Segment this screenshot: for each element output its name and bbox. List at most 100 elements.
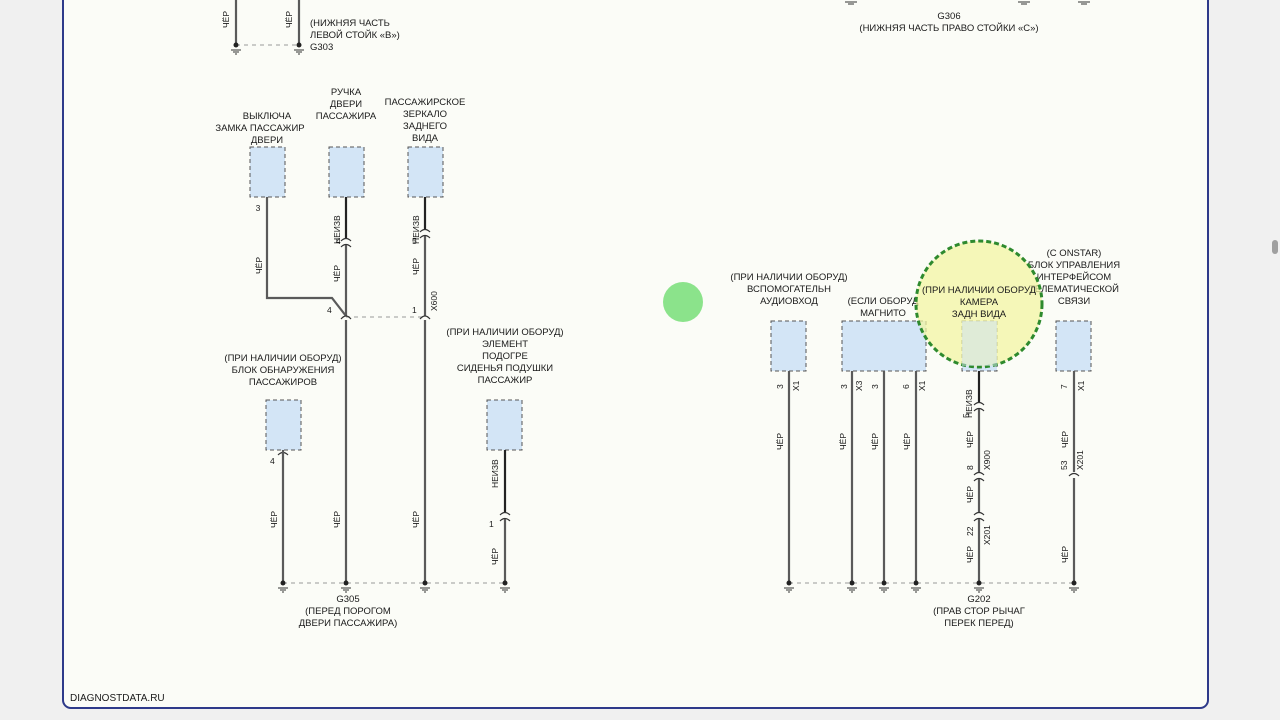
- aux-label-1: (ПРИ НАЛИЧИИ ОБОРУД): [730, 272, 847, 283]
- g303-desc-2: ЛЕВОЙ СТОЙК «В»): [310, 29, 400, 41]
- mirror-wire-down: ЧЁР: [411, 511, 421, 528]
- handle-pin: 4: [336, 236, 341, 246]
- camera-wire-top: НЕИЗВ: [964, 389, 974, 418]
- heater-label-4: СИДЕНЬЯ ПОДУШКИ: [457, 363, 553, 374]
- splice-pin-mirror: 1: [412, 305, 417, 315]
- camera-pin-3: 22: [965, 526, 975, 536]
- camera-label-2: КАМЕРА: [960, 297, 999, 308]
- g202-desc-2: ПЕРЕК ПЕРЕД): [944, 618, 1013, 629]
- radio-wire-b: ЧЁР: [870, 433, 880, 450]
- ground-symbols-g202: [784, 580, 1079, 593]
- camera-wire-low: ЧЁР: [965, 486, 975, 503]
- aux-wire-color: ЧЁР: [775, 433, 785, 450]
- switch-label-1: ВЫКЛЮЧА: [243, 111, 292, 122]
- onstar-label-4: ТЕЛЕМАТИЧЕСКОЙ: [1029, 283, 1119, 295]
- occupant-wire-color: ЧЁР: [269, 511, 279, 528]
- heater-label-5: ПАССАЖИР: [478, 375, 533, 386]
- mirror-label-4: ВИДА: [412, 133, 439, 144]
- wire-top-1-color: ЧЁР: [221, 11, 231, 28]
- radio-module: [841, 320, 927, 372]
- camera-highlight-overlay: [962, 321, 997, 366]
- highlight-circle: [914, 239, 1044, 369]
- mirror-pin: 5: [412, 236, 417, 246]
- onstar-pin-2: 53: [1059, 460, 1069, 470]
- telematics-module: [1055, 320, 1092, 372]
- ground-symbol-g303-a: [231, 42, 241, 55]
- g306-desc: (НИЖНЯЯ ЧАСТЬ ПРАВО СТОЙКИ «С»): [859, 22, 1038, 34]
- onstar-label-3: ИНТЕРФЕЙСОМ: [1037, 271, 1111, 283]
- camera-wire-mid: ЧЁР: [965, 431, 975, 448]
- heater-connector: [499, 511, 511, 522]
- radio-conn-c: X1: [917, 380, 927, 391]
- mirror-label-2: ЗЕРКАЛО: [403, 109, 447, 120]
- camera-connector-1: [973, 401, 985, 412]
- switch-label-2: ЗАМКА ПАССАЖИР: [215, 123, 304, 134]
- radio-label-1: (ЕСЛИ ОБОРУД: [848, 296, 919, 307]
- scrollbar-thumb[interactable]: [1272, 240, 1278, 254]
- camera-label-1: (ПРИ НАЛИЧИИ ОБОРУД: [922, 285, 1037, 296]
- camera-pin-2: 8: [965, 465, 975, 470]
- scrollbar-track[interactable]: [1270, 0, 1280, 720]
- wire-top-2-color: ЧЁР: [284, 11, 294, 28]
- splice-connector-handle: [340, 315, 352, 320]
- watermark: DIAGNOSTDATA.RU: [70, 693, 165, 704]
- g305-desc-2: ДВЕРИ ПАССАЖИРА): [299, 618, 398, 629]
- onstar-label-2: БЛОК УПРАВЛЕНИЯ: [1028, 260, 1120, 271]
- g202-label: G202: [967, 594, 990, 605]
- occupant-detection-module: [265, 399, 302, 451]
- radio-pin-b: 3: [870, 384, 880, 389]
- g202-desc-1: (ПРАВ СТОР РЫЧАГ: [933, 606, 1025, 617]
- switch-label-3: ДВЕРИ: [251, 135, 283, 146]
- onstar-wire-bot: ЧЁР: [1060, 546, 1070, 563]
- mirror-connector-id: X600: [429, 291, 439, 311]
- radio-wire-a: ЧЁР: [838, 433, 848, 450]
- ground-symbols-g305: [278, 580, 510, 593]
- g305-desc-1: (ПЕРЕД ПОРОГОМ: [305, 606, 391, 617]
- g306-label: G306: [937, 11, 960, 22]
- camera-wire-bot: ЧЁР: [965, 546, 975, 563]
- splice-connector-mirror: [419, 315, 431, 320]
- ground-symbol-g303-b: [294, 42, 304, 55]
- heater-label-1: (ПРИ НАЛИЧИИ ОБОРУД): [446, 327, 563, 338]
- wire-switch: [265, 197, 347, 317]
- onstar-connector: X1: [1076, 380, 1086, 391]
- radio-wire-c: ЧЁР: [902, 433, 912, 450]
- occupant-label-1: (ПРИ НАЛИЧИИ ОБОРУД): [224, 353, 341, 364]
- handle-wire-top: НЕИЗВ: [332, 215, 342, 244]
- occupant-label-2: БЛОК ОБНАРУЖЕНИЯ: [232, 365, 335, 376]
- onstar-connector-2: [1068, 472, 1080, 477]
- onstar-conn-2: X201: [1075, 450, 1085, 470]
- aux-connector: X1: [791, 380, 801, 391]
- aux-label-3: АУДИОВХОД: [760, 296, 818, 307]
- mirror-connector: [419, 228, 431, 239]
- onstar-wire-mid: ЧЁР: [1060, 431, 1070, 448]
- radio-label-2: МАГНИТО: [860, 308, 906, 319]
- aux-audio-input: [770, 320, 807, 372]
- handle-label-1: РУЧКА: [331, 87, 362, 98]
- onstar-label-1: (С ONSTAR): [1047, 248, 1102, 259]
- g303-label: G303: [310, 42, 333, 53]
- handle-wire-down: ЧЁР: [332, 511, 342, 528]
- handle-label-2: ДВЕРИ: [330, 99, 362, 110]
- heater-label-3: ПОДОГРЕ: [482, 351, 528, 362]
- door-handle: [328, 146, 365, 198]
- onstar-label-5: СВЯЗИ: [1058, 296, 1090, 307]
- aux-pin: 3: [775, 384, 785, 389]
- g305-label: G305: [336, 594, 359, 605]
- occupant-label-3: ПАССАЖИРОВ: [249, 377, 317, 388]
- mirror-label-1: ПАССАЖИРСКОЕ: [385, 97, 466, 108]
- radio-pin-a: 3: [839, 384, 849, 389]
- handle-connector: [340, 237, 352, 248]
- heater-wire-bot: ЧЁР: [490, 548, 500, 565]
- handle-wire-bot: ЧЁР: [332, 265, 342, 282]
- mirror-label-3: ЗАДНЕГО: [403, 121, 447, 132]
- switch-pin: 3: [256, 203, 261, 213]
- passenger-mirror: [407, 146, 444, 198]
- door-lock-switch: [249, 146, 286, 198]
- camera-label-3: ЗАДН ВИДА: [952, 309, 1007, 320]
- heater-pin: 1: [489, 519, 494, 529]
- mirror-wire-bot: ЧЁР: [411, 258, 421, 275]
- camera-pin: 5: [961, 413, 971, 418]
- camera-connector-2: [973, 471, 985, 482]
